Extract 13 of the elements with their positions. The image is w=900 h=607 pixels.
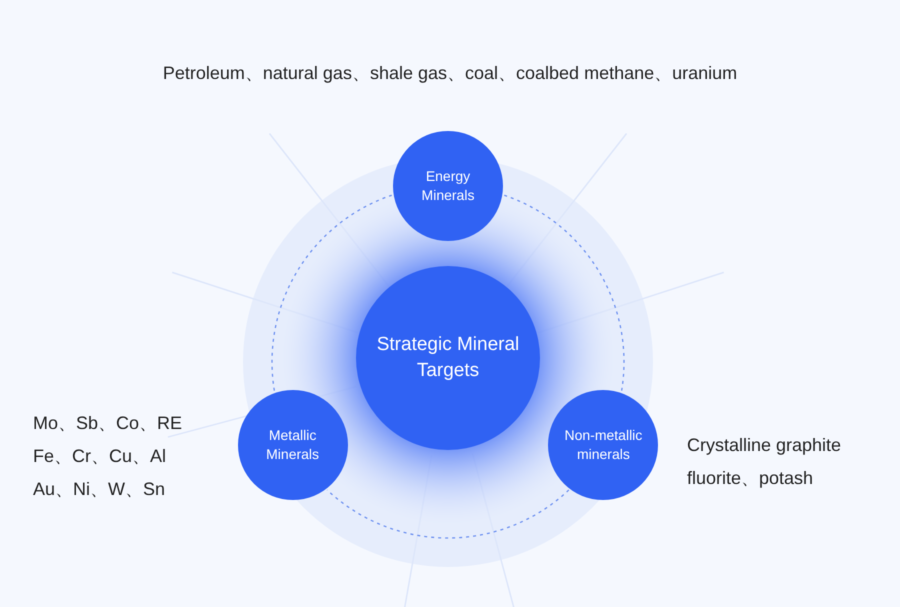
dashed-connector: [326, 489, 570, 539]
dashed-connector: [504, 194, 625, 391]
category-label: Metallic Minerals: [265, 426, 320, 464]
mineral-list: Petroleum、natural gas、shale gas、coal、coalbed methane、uranium: [60, 60, 840, 87]
category-label: Strategic Mineral Targets: [376, 333, 520, 383]
mineral-list: Crystalline graphite: [687, 432, 887, 459]
mineral-list: Fe、Cr、Cu、Al: [33, 443, 233, 470]
category-label: Non-metallic minerals: [563, 426, 644, 464]
dashed-connector: [271, 194, 392, 391]
mineral-list: fluorite、potash: [687, 465, 887, 492]
mineral-list: Au、Ni、W、Sn: [33, 476, 233, 503]
mineral-list: Mo、Sb、Co、RE: [33, 410, 233, 437]
category-label: Energy Minerals: [420, 167, 476, 205]
